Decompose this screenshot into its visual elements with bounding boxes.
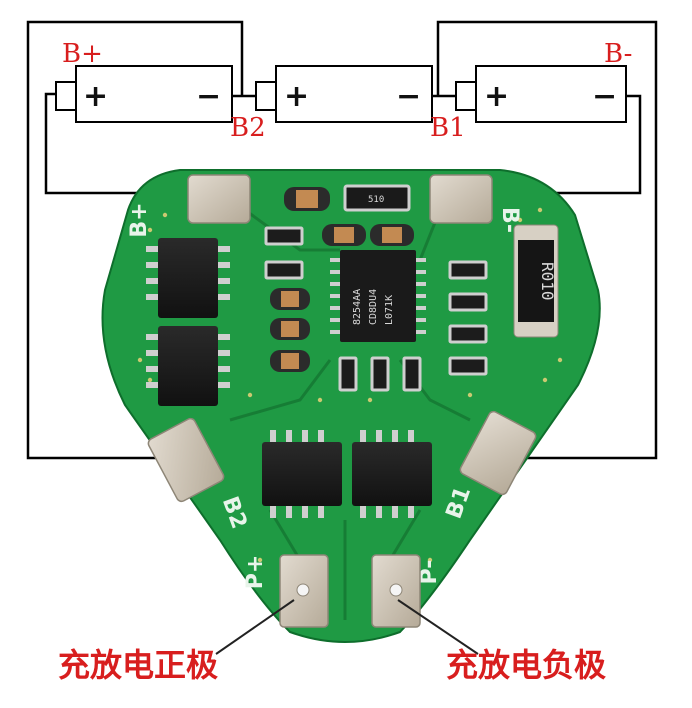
pcb-outline (101, 169, 601, 643)
shunt-resistor: R010 (513, 224, 559, 338)
cell-middle-plus: + (284, 79, 309, 114)
mosfet-left-bottom (146, 326, 230, 406)
protection-ic: 8254AA CD8DU4 L071K (330, 250, 426, 342)
silk-p-minus: P- (417, 560, 442, 585)
label-b-plus: B+ (62, 39, 103, 69)
smd-resistors (264, 226, 488, 392)
pcb-board: B+ B- B2 B1 P+ P- (101, 169, 601, 643)
callout-line-positive (215, 599, 295, 655)
pad-p-minus (371, 554, 421, 628)
wire-b-plus-pad (44, 92, 215, 195)
label-b-minus: B- (604, 39, 632, 69)
mosfet-bottom-left (262, 430, 342, 518)
pad-b1 (459, 410, 537, 496)
wiring (26, 20, 658, 460)
cell-right-plus: + (484, 79, 509, 114)
silk-p-plus: P+ (243, 555, 268, 590)
wire-b-plus (26, 20, 244, 460)
cell-right-minus: − (592, 79, 617, 114)
ic-marking-2: CD8DU4 (368, 289, 379, 325)
label-b1: B1 (430, 113, 466, 143)
cell-left-plus: + (83, 79, 108, 114)
wire-b1 (436, 20, 658, 460)
mosfet-bottom-right (352, 430, 432, 518)
ic-marking-3: L071K (384, 295, 395, 325)
battery-cell-left: + − (55, 65, 233, 123)
smd-resistor-top: 510 (343, 184, 411, 212)
label-b2: B2 (230, 113, 266, 143)
shunt-marking: R010 (538, 262, 557, 301)
cell-left-minus: − (196, 79, 221, 114)
callouts: 充放电正极 充放电负极 (58, 599, 606, 684)
pad-b-plus (187, 174, 251, 224)
pad-p-plus (279, 554, 329, 628)
capacitors (270, 187, 414, 372)
mosfet-left-top (146, 238, 230, 318)
silk-b-plus: B+ (127, 202, 152, 237)
smd-res-marking: 510 (368, 195, 384, 205)
callout-negative-label: 充放电负极 (446, 646, 606, 684)
ic-marking-1: 8254AA (352, 289, 363, 325)
battery-pack: + − + − + − (55, 65, 627, 123)
callout-positive-label: 充放电正极 (58, 646, 218, 684)
battery-cell-right: + − (455, 65, 627, 123)
callout-line-negative (397, 599, 479, 655)
pad-b2 (147, 417, 225, 503)
cell-middle-minus: − (396, 79, 421, 114)
pad-b-minus (429, 174, 493, 224)
battery-cell-middle: + − (255, 65, 433, 123)
